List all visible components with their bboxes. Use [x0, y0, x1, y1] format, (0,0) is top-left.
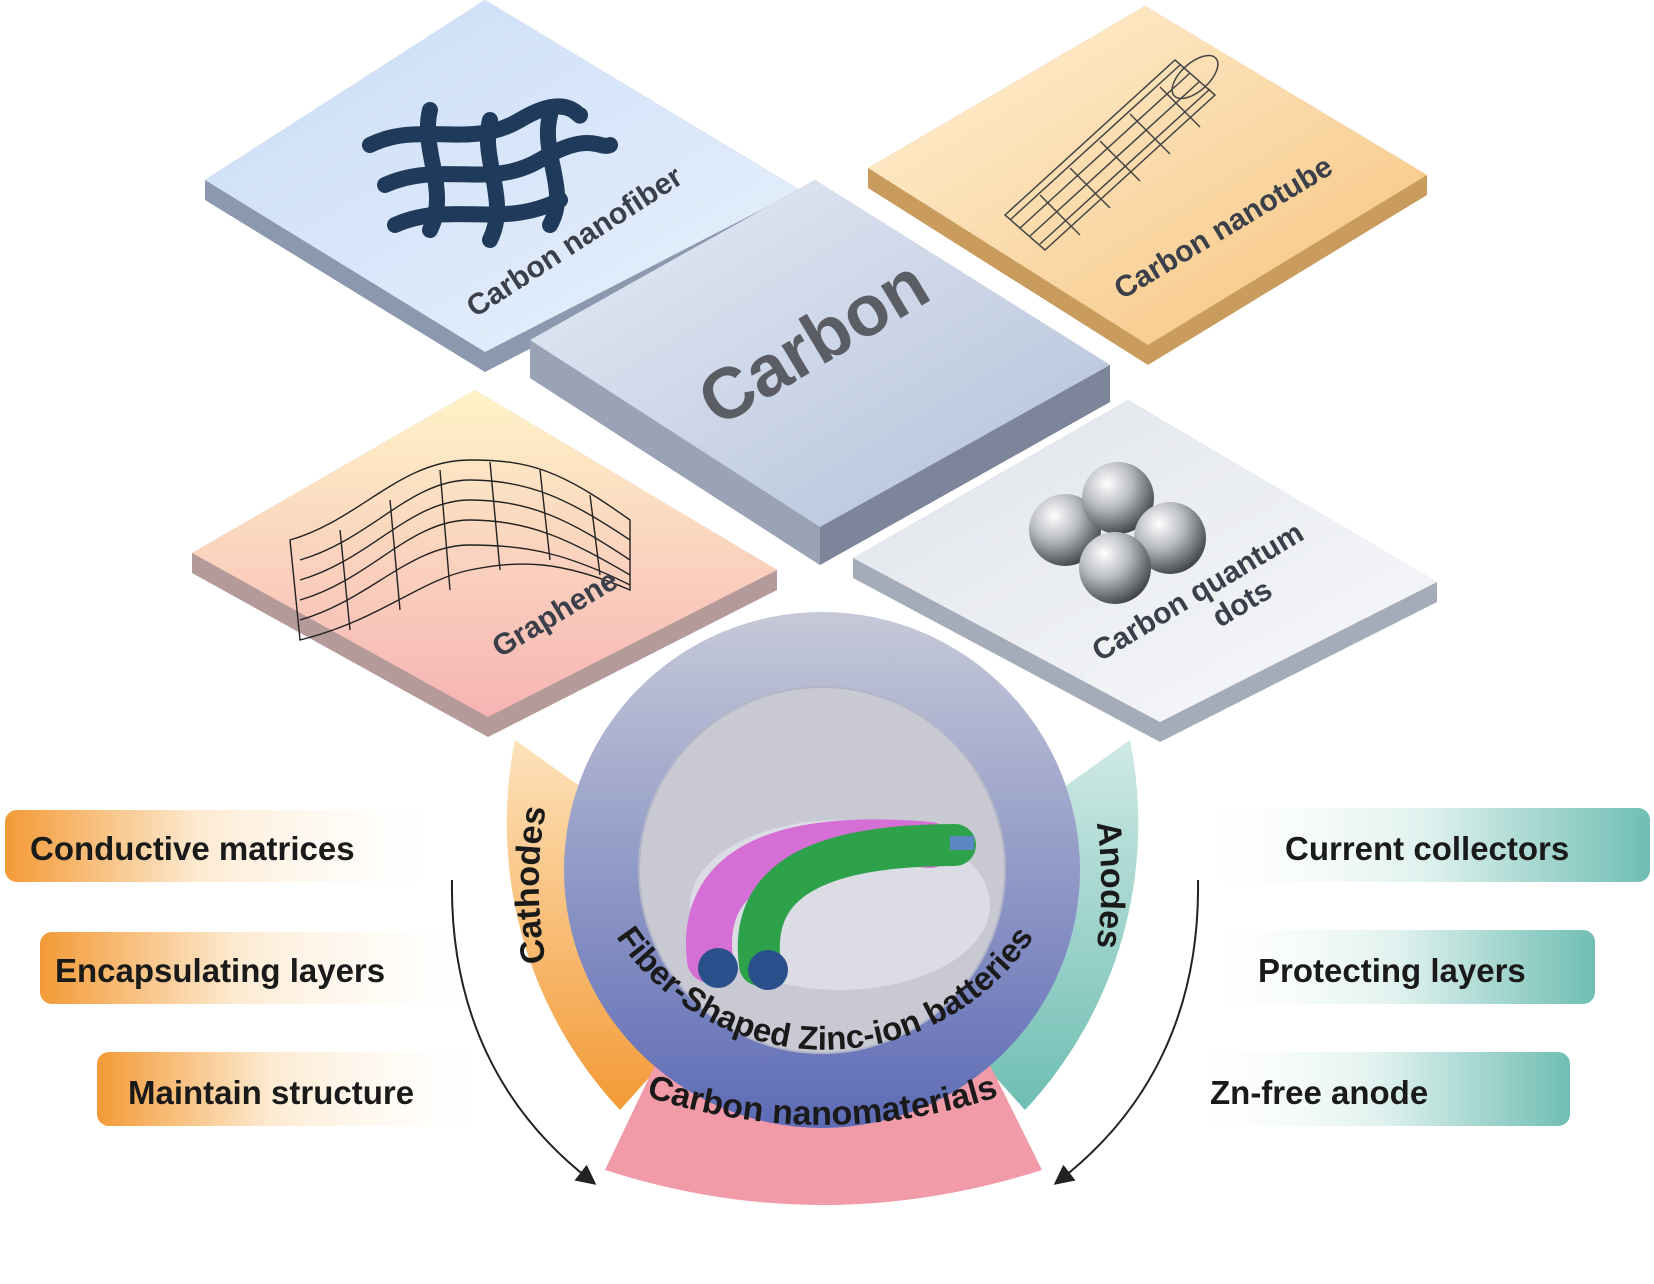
right-label-list: Current collectors Protecting layers Zn-…: [1053, 808, 1650, 1185]
right-label-box: [1195, 1052, 1570, 1126]
right-label-1: Protecting layers: [1258, 952, 1526, 989]
left-label-box: [5, 810, 440, 882]
left-label-box: [40, 932, 480, 1004]
right-arrow: [1053, 879, 1200, 1185]
label-anodes: Anodes: [1089, 819, 1132, 951]
quantum-dot: [1082, 462, 1154, 534]
right-label-box: [1205, 930, 1595, 1004]
quantum-dot: [1079, 532, 1151, 604]
graphene-illustration: [289, 459, 631, 641]
left-label-1: Encapsulating layers: [55, 952, 385, 989]
fiber-battery-illustration: [686, 819, 990, 990]
tile-graphene: Graphene: [192, 390, 777, 737]
tile-carbon-quantum-dots: Carbon quantum dots: [853, 400, 1437, 742]
right-label-box: [1200, 808, 1650, 882]
left-label-0: Conductive matrices: [30, 830, 355, 867]
tile-carbon-center: Carbon: [530, 180, 1110, 565]
quantum-dots-illustration: [1029, 462, 1206, 604]
ring-diagram: Cathodes Anodes Fiber-Shaped Zinc-ion ba…: [506, 612, 1139, 1205]
nanotube-illustration: [1003, 54, 1219, 252]
left-label-2: Maintain structure: [128, 1074, 414, 1111]
left-label-list: Conductive matrices Encapsulating layers…: [5, 810, 597, 1185]
right-label-2: Zn-free anode: [1210, 1074, 1428, 1111]
left-label-box: [97, 1052, 487, 1126]
left-arrow: [450, 879, 597, 1185]
right-label-0: Current collectors: [1285, 830, 1569, 867]
quantum-dot: [1029, 494, 1101, 566]
tile-carbon-nanotube: Carbon nanotube: [868, 6, 1427, 365]
quantum-dot: [1134, 502, 1206, 574]
nanofiber-illustration: [362, 98, 618, 248]
